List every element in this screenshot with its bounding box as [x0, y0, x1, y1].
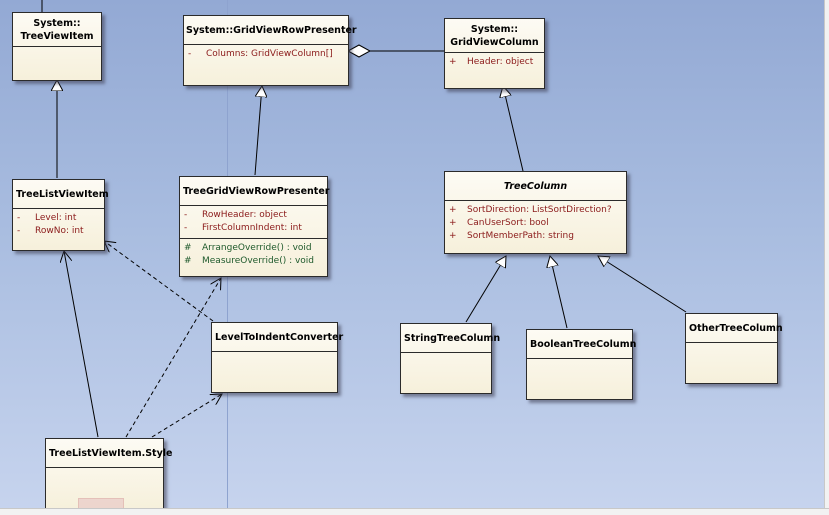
operation-text: ArrangeOverride() : void: [202, 243, 312, 253]
attribute-text: SortDirection: ListSortDirection?: [467, 205, 612, 215]
class-other-tree-column[interactable]: OtherTreeColumn: [685, 313, 783, 384]
association-treecolumn-gridviewcolumn: [503, 86, 524, 172]
dependency-style-converter: [151, 394, 222, 438]
class-grid-view-row-presenter[interactable]: System::GridViewRowPresenter - Columns: G…: [183, 15, 357, 86]
aggregation-diamond: [346, 44, 372, 58]
visibility-marker: #: [184, 256, 192, 266]
attributes-section: [686, 342, 777, 384]
class-tree-column[interactable]: TreeColumn + SortDirection: ListSortDirec…: [444, 171, 627, 254]
attribute-text: Level: int: [35, 213, 77, 223]
operations-section: # ArrangeOverride() : void # MeasureOverri…: [180, 238, 327, 271]
class-tree-view-item[interactable]: System:: TreeViewItem: [12, 12, 102, 81]
attribute-text: Columns: GridViewColumn[]: [206, 49, 333, 59]
visibility-marker: +: [449, 231, 457, 241]
generalization-string-treecolumn: [465, 256, 506, 323]
visibility-marker: +: [449, 205, 457, 215]
attribute-row: + SortMemberPath: string: [449, 230, 622, 243]
attributes-section: [13, 46, 101, 68]
visibility-marker: -: [17, 226, 21, 236]
attributes-section: [46, 467, 163, 509]
association-style-treelistviewitem: [64, 251, 99, 438]
visibility-marker: +: [449, 218, 457, 228]
class-tree-grid-view-row-presenter[interactable]: TreeGridViewRowPresenter - RowHeader: obj…: [179, 176, 330, 277]
right-edge: [824, 0, 829, 515]
visibility-marker: -: [184, 223, 188, 233]
operation-row: # ArrangeOverride() : void: [184, 242, 323, 255]
attribute-text: CanUserSort: bool: [467, 218, 549, 228]
attribute-row: - RowNo: int: [17, 225, 100, 238]
attributes-section: - RowHeader: object - FirstColumnIndent: i…: [180, 205, 327, 238]
generalization-boolean-treecolumn: [550, 256, 568, 329]
attribute-row: - Level: int: [17, 212, 100, 225]
bottom-edge: [0, 508, 829, 515]
dependency-converter-treelistviewitem: [104, 241, 214, 322]
attributes-section: - Level: int - RowNo: int: [13, 208, 104, 241]
visibility-marker: -: [188, 49, 192, 59]
visibility-marker: #: [184, 243, 192, 253]
attribute-row: + Header: object: [449, 56, 540, 69]
class-name: OtherTreeColumn: [689, 323, 783, 334]
visibility-marker: -: [17, 213, 21, 223]
class-level-to-indent-converter[interactable]: LevelToIndentConverter: [211, 322, 344, 393]
class-tree-list-view-item[interactable]: TreeListViewItem - Level: int - RowNo: int: [12, 179, 109, 251]
class-name: System::GridViewRowPresenter: [186, 25, 357, 36]
class-name: LevelToIndentConverter: [215, 332, 344, 343]
class-name: BooleanTreeColumn: [530, 339, 637, 350]
operation-text: MeasureOverride() : void: [202, 256, 315, 266]
class-name: TreeListViewItem: [16, 189, 109, 200]
class-string-tree-column[interactable]: StringTreeColumn: [400, 323, 501, 394]
attribute-text: FirstColumnIndent: int: [202, 223, 302, 233]
operation-row: # MeasureOverride() : void: [184, 255, 323, 268]
attribute-row: + SortDirection: ListSortDirection?: [449, 204, 622, 217]
generalization-treegrid-gridviewrowpresenter: [254, 86, 262, 176]
visibility-marker: -: [184, 210, 188, 220]
attribute-row: - Columns: GridViewColumn[]: [188, 48, 344, 61]
attributes-section: [401, 352, 491, 394]
class-boolean-tree-column[interactable]: BooleanTreeColumn: [526, 329, 637, 400]
dependency-style-treegrid: [125, 278, 221, 438]
class-name: TreeColumn: [503, 181, 568, 192]
attributes-section: [527, 358, 632, 400]
class-name: System:: GridViewColumn: [450, 24, 539, 48]
attribute-text: Header: object: [467, 57, 534, 67]
visibility-marker: +: [449, 57, 457, 67]
class-grid-view-column[interactable]: System:: GridViewColumn + Header: object: [444, 18, 545, 89]
class-name: TreeListViewItem.Style: [49, 448, 173, 459]
attributes-section: + SortDirection: ListSortDirection? + CanU…: [445, 200, 626, 246]
attribute-text: SortMemberPath: string: [467, 231, 574, 241]
attribute-row: - RowHeader: object: [184, 209, 323, 222]
attribute-text: RowNo: int: [35, 226, 84, 236]
attribute-row: - FirstColumnIndent: int: [184, 222, 323, 235]
class-name: TreeGridViewRowPresenter: [183, 186, 330, 197]
class-name: System:: TreeViewItem: [20, 18, 94, 42]
class-name: StringTreeColumn: [404, 333, 501, 344]
attributes-section: + Header: object: [445, 52, 544, 72]
attributes-section: - Columns: GridViewColumn[]: [184, 44, 348, 64]
attribute-row: + CanUserSort: bool: [449, 217, 622, 230]
attribute-text: RowHeader: object: [202, 210, 287, 220]
generalization-other-treecolumn: [598, 256, 687, 313]
attributes-section: [212, 351, 337, 393]
